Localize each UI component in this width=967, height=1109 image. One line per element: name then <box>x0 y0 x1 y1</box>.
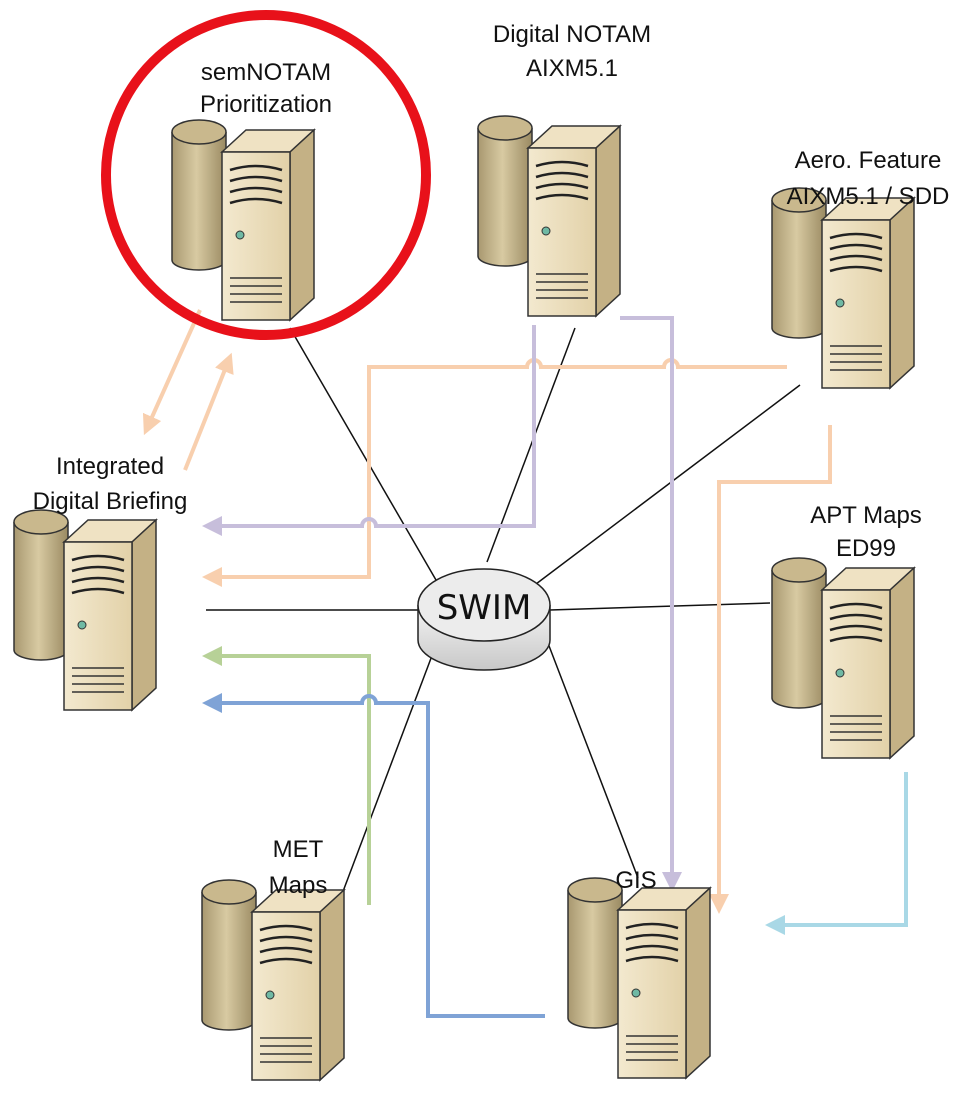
highlight-ring <box>101 10 431 340</box>
semnotam-label-line2: Prioritization <box>200 91 332 118</box>
apt-maps-label-line1: APT Maps <box>810 502 922 529</box>
node-semnotam-prioritization: semNOTAM Prioritization <box>101 10 431 340</box>
swim-hub: SWIM <box>417 568 551 671</box>
link-gis-swim <box>545 637 639 879</box>
gis-label: GIS <box>615 867 656 894</box>
flow-apt-to-gis <box>765 772 908 935</box>
semnotam-label-line1: semNOTAM <box>201 59 331 86</box>
digital-notam-label-line2: AIXM5.1 <box>526 55 618 82</box>
briefing-label-line1: Integrated <box>56 453 164 480</box>
flow-aero-to-briefing <box>202 358 787 587</box>
briefing-label-line2: Digital Briefing <box>33 488 188 515</box>
met-maps-label-line1: MET <box>273 836 324 863</box>
aero-feature-label-line2: AIXM5.1 / SDD <box>787 183 950 210</box>
node-aero-feature: Aero. Feature AIXM5.1 / SDD <box>770 147 950 390</box>
swim-hub-top <box>417 568 551 642</box>
flow-notam-to-gis <box>620 316 682 892</box>
node-integrated-digital-briefing: Integrated Digital Briefing <box>12 453 188 712</box>
flow-notam-to-briefing <box>202 325 536 536</box>
flow-gis-to-briefing <box>202 693 545 1018</box>
node-digital-notam: Digital NOTAM AIXM5.1 <box>476 21 651 318</box>
digital-notam-label-line1: Digital NOTAM <box>493 21 651 48</box>
flow-semnotam-to-briefing <box>142 309 202 436</box>
node-apt-maps: APT Maps ED99 <box>770 502 922 760</box>
semnotam-briefing-flow <box>142 309 234 471</box>
aero-feature-label-line1: Aero. Feature <box>795 147 942 174</box>
node-gis: GIS <box>566 867 712 1080</box>
apt-maps-label-line2: ED99 <box>836 535 896 562</box>
node-met-maps: MET Maps <box>200 836 346 1082</box>
link-aero-swim <box>535 384 801 585</box>
flow-met-to-briefing <box>202 646 371 905</box>
link-semnotam-swim <box>289 327 437 581</box>
flow-aero-to-gis <box>709 425 832 914</box>
link-apt-swim <box>549 602 771 611</box>
swim-hub-label: SWIM <box>437 588 532 628</box>
link-met-swim <box>335 644 437 911</box>
met-maps-label-line2: Maps <box>269 872 328 899</box>
flow-briefing-to-semnotam <box>183 352 234 471</box>
